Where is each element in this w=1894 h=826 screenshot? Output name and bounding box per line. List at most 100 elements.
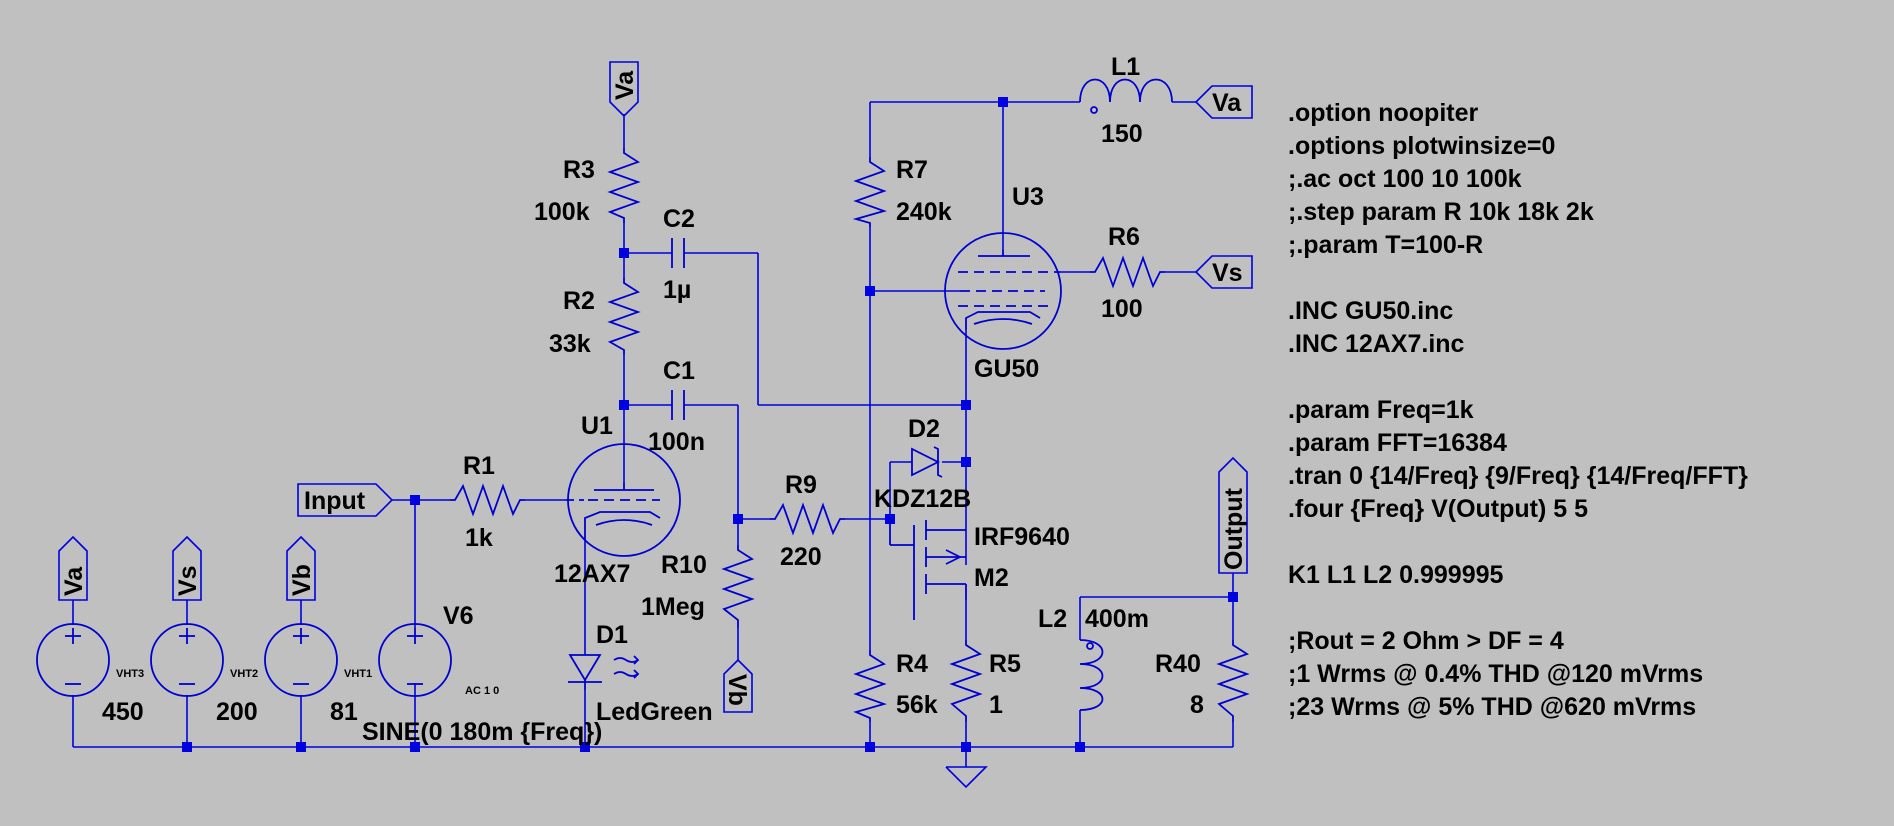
- c2-label: C2: [663, 205, 695, 233]
- spice-directives[interactable]: .option noopiter .options plotwinsize=0;.…: [1288, 99, 1748, 721]
- l2-inductor-symbol[interactable]: [1079, 639, 1104, 711]
- d1-label: D1: [596, 621, 628, 649]
- v6-value: SINE(0 180m {Freq}): [362, 718, 602, 746]
- r1-resistor-symbol[interactable]: [450, 483, 525, 517]
- svg-text:Output: Output: [1220, 487, 1248, 570]
- l1-label: L1: [1111, 53, 1140, 81]
- junctions: [182, 97, 1238, 752]
- l1-inductor-symbol[interactable]: [1079, 78, 1173, 114]
- r4-value: 56k: [896, 691, 938, 719]
- directive-line: ;.step param R 10k 18k 2k: [1288, 198, 1594, 226]
- flag-va-l1[interactable]: Va: [1194, 85, 1253, 119]
- r9-value: 220: [780, 543, 822, 571]
- u1-label: U1: [581, 412, 613, 440]
- r40-value: 8: [1190, 691, 1204, 719]
- r40-resistor-symbol[interactable]: [1216, 640, 1250, 722]
- r2-resistor-symbol[interactable]: [607, 278, 641, 355]
- vht2-source-symbol[interactable]: [150, 623, 224, 697]
- vht3-label: VHT3: [116, 668, 144, 680]
- directive-line: .param FFT=16384: [1288, 429, 1507, 457]
- r3-label: R3: [563, 156, 595, 184]
- flag-vs-r6[interactable]: Vs: [1194, 255, 1253, 289]
- l2-value: 400m: [1085, 605, 1149, 633]
- flag-output[interactable]: Output: [1218, 456, 1248, 574]
- u1-triode-symbol[interactable]: [566, 443, 681, 557]
- r6-label: R6: [1108, 223, 1140, 251]
- directive-line: ;1 Wrms @ 0.4% THD @120 mVrms: [1288, 660, 1703, 688]
- flag-vs-src[interactable]: Vs: [172, 535, 202, 601]
- r9-resistor-symbol[interactable]: [770, 502, 845, 536]
- r6-value: 100: [1101, 295, 1143, 323]
- directive-line: .tran 0 {14/Freq} {9/Freq} {14/Freq/FFT}: [1288, 462, 1748, 490]
- svg-text:Va: Va: [60, 566, 88, 596]
- flag-vb-r10[interactable]: Vb: [723, 658, 753, 713]
- l1-value: 150: [1101, 120, 1143, 148]
- directive-line: ;.param T=100-R: [1288, 231, 1483, 259]
- u1-value: 12AX7: [554, 560, 630, 588]
- r10-value: 1Meg: [641, 593, 705, 621]
- r2-value: 33k: [549, 330, 591, 358]
- vht1-value: 81: [330, 698, 358, 726]
- directive-line: .option noopiter: [1288, 99, 1479, 127]
- r5-value: 1: [989, 691, 1003, 719]
- u3-label: U3: [1012, 183, 1044, 211]
- v6-ac: AC 1 0: [465, 685, 499, 697]
- m2-value: IRF9640: [974, 523, 1070, 551]
- d2-zener-symbol[interactable]: [911, 446, 943, 478]
- directive-line: ;Rout = 2 Ohm > DF = 4: [1288, 627, 1564, 655]
- directive-line: .four {Freq} V(Output) 5 5: [1288, 495, 1588, 523]
- u3-pentode-symbol[interactable]: [944, 232, 1062, 350]
- flag-vb-src[interactable]: Vb: [286, 535, 316, 601]
- r10-resistor-symbol[interactable]: [721, 545, 755, 628]
- m2-label: M2: [974, 564, 1009, 592]
- directive-line: .options plotwinsize=0: [1288, 132, 1555, 160]
- r2-label: R2: [563, 287, 595, 315]
- d2-label: D2: [908, 415, 940, 443]
- l2-label: L2: [1038, 605, 1067, 633]
- c2-capacitor-symbol[interactable]: [671, 238, 685, 268]
- r5-resistor-symbol[interactable]: [949, 640, 983, 722]
- r1-label: R1: [463, 452, 495, 480]
- r7-value: 240k: [896, 198, 952, 226]
- c2-value: 1µ: [663, 276, 691, 304]
- r10-label: R10: [661, 551, 707, 579]
- directive-line: .INC GU50.inc: [1288, 297, 1453, 325]
- directive-line: K1 L1 L2 0.999995: [1288, 561, 1504, 589]
- vht2-label: VHT2: [230, 668, 258, 680]
- c1-value: 100n: [648, 428, 705, 456]
- d1-led-symbol[interactable]: [568, 654, 640, 690]
- vht1-source-symbol[interactable]: [264, 623, 338, 697]
- directive-line: ;.ac oct 100 10 100k: [1288, 165, 1522, 193]
- d2-value: KDZ12B: [874, 485, 971, 513]
- flag-va-top[interactable]: Va: [609, 61, 639, 118]
- flag-input[interactable]: Input: [297, 483, 394, 517]
- svg-text:Vs: Vs: [1212, 259, 1243, 287]
- vht1-label: VHT1: [344, 668, 372, 680]
- directive-line: .INC 12AX7.inc: [1288, 330, 1465, 358]
- r9-label: R9: [785, 471, 817, 499]
- r1-value: 1k: [465, 524, 493, 552]
- r3-resistor-symbol[interactable]: [607, 148, 641, 223]
- r7-label: R7: [896, 156, 928, 184]
- m2-mosfet-symbol[interactable]: [889, 519, 967, 620]
- r4-label: R4: [896, 650, 928, 678]
- c1-capacitor-symbol[interactable]: [671, 390, 685, 420]
- r4-resistor-symbol[interactable]: [853, 650, 887, 722]
- v6-label: V6: [443, 602, 474, 630]
- directive-line: .param Freq=1k: [1288, 396, 1474, 424]
- svg-text:Input: Input: [304, 487, 366, 515]
- c1-label: C1: [663, 357, 695, 385]
- d1-value: LedGreen: [596, 698, 713, 726]
- svg-text:Vs: Vs: [174, 565, 202, 596]
- svg-text:Va: Va: [611, 70, 639, 100]
- r3-value: 100k: [534, 198, 590, 226]
- r7-resistor-symbol[interactable]: [852, 157, 887, 227]
- directive-line: ;23 Wrms @ 5% THD @620 mVrms: [1288, 693, 1696, 721]
- svg-text:Va: Va: [1212, 89, 1242, 117]
- v6-source-symbol[interactable]: [378, 623, 452, 697]
- flag-va-src[interactable]: Va: [58, 535, 88, 601]
- r6-resistor-symbol[interactable]: [1090, 255, 1165, 289]
- u3-value: GU50: [974, 355, 1039, 383]
- vht3-source-symbol[interactable]: [36, 623, 110, 697]
